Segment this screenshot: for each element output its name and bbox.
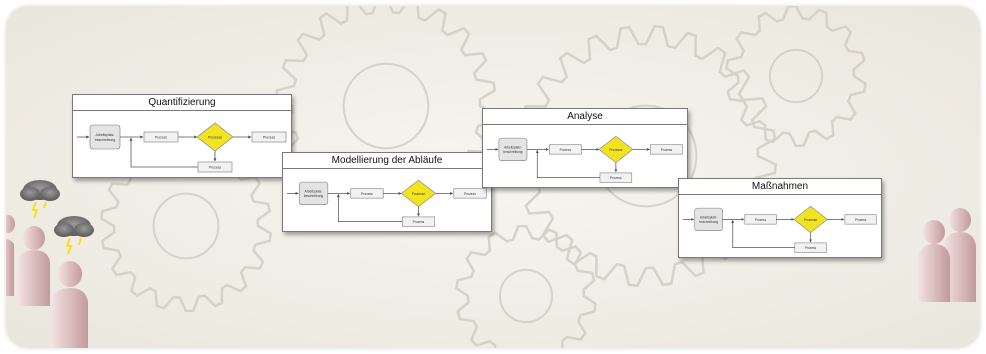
start-label-line2: beschreibung bbox=[95, 138, 115, 142]
loop-process-box: Prozess bbox=[599, 172, 633, 183]
decision-diamond: Prozesse bbox=[400, 179, 437, 207]
panel-title: Maßnahmen bbox=[679, 179, 881, 195]
start-label-line2: beschreibung bbox=[699, 220, 718, 224]
start-label-line2: beschreibung bbox=[304, 194, 324, 198]
start-box: Arbeitsplatz-beschreibung bbox=[89, 124, 121, 150]
process-box: Prozess bbox=[350, 188, 384, 199]
svg-text:Prozess: Prozess bbox=[661, 148, 673, 152]
worried-person-icon bbox=[52, 261, 88, 348]
worried-people-group bbox=[6, 180, 94, 348]
start-label-line2: beschreibung bbox=[503, 150, 522, 154]
gear-icon bbox=[455, 224, 597, 348]
panel-title: Quantifizierung bbox=[73, 95, 291, 111]
process-box: Prozess bbox=[453, 188, 487, 199]
svg-text:Prozess: Prozess bbox=[560, 148, 572, 152]
svg-text:Prozesse: Prozesse bbox=[804, 218, 817, 222]
svg-text:Prozess: Prozess bbox=[361, 192, 373, 196]
svg-text:Prozess: Prozess bbox=[413, 220, 425, 224]
svg-text:Prozess: Prozess bbox=[464, 192, 476, 196]
svg-text:Prozesse: Prozesse bbox=[208, 136, 222, 140]
svg-text:Prozess: Prozess bbox=[755, 218, 767, 222]
svg-text:Prozess: Prozess bbox=[805, 246, 817, 250]
start-box: Arbeitsplatz-beschreibung bbox=[298, 181, 329, 205]
panel-modellierung-der-ablaeufe: Modellierung der Abläufe Arbeitsplatz-be… bbox=[282, 152, 492, 232]
loop-process-box: Prozess bbox=[794, 242, 827, 253]
start-label-line1: Arbeitsplatz- bbox=[700, 215, 717, 219]
loop-process-box: Prozess bbox=[197, 161, 233, 173]
svg-text:Prozess: Prozess bbox=[610, 176, 622, 180]
process-box: Prozess bbox=[650, 144, 683, 155]
start-box: Arbeitsplatz-beschreibung bbox=[498, 137, 528, 161]
start-label-line1: Arbeitsplatz- bbox=[96, 133, 115, 137]
decision-diamond: Prozesse bbox=[793, 205, 828, 233]
svg-text:Prozesse: Prozesse bbox=[609, 148, 622, 152]
svg-text:Prozess: Prozess bbox=[263, 136, 276, 140]
start-label-line1: Arbeitsplatz- bbox=[504, 145, 522, 149]
panel-title: Analyse bbox=[483, 109, 687, 125]
worried-person-icon bbox=[6, 215, 15, 296]
process-box: Prozess bbox=[549, 144, 582, 155]
process-box: Prozess bbox=[844, 214, 877, 225]
process-box: Prozess bbox=[143, 131, 179, 143]
svg-text:Prozess: Prozess bbox=[855, 218, 867, 222]
diagram-canvas: Quantifizierung Arbeitsplatz-beschreibun… bbox=[6, 6, 980, 348]
loop-process-box: Prozess bbox=[401, 216, 435, 227]
panel-title: Modellierung der Abläufe bbox=[283, 153, 491, 169]
storm-cloud-icon bbox=[20, 180, 60, 219]
start-box: Arbeitsplatz-beschreibung bbox=[694, 207, 723, 231]
storm-cloud-icon bbox=[54, 216, 94, 255]
svg-text:Prozesse: Prozesse bbox=[412, 192, 426, 196]
happy-people-icon bbox=[918, 208, 976, 302]
gear-icon bbox=[725, 6, 867, 148]
process-box: Prozess bbox=[251, 131, 287, 143]
decision-diamond: Prozesse bbox=[598, 135, 634, 163]
process-box: Prozess bbox=[744, 214, 777, 225]
svg-text:Prozess: Prozess bbox=[155, 136, 168, 140]
svg-text:Prozess: Prozess bbox=[209, 166, 222, 170]
decision-diamond: Prozesse bbox=[196, 122, 234, 152]
start-label-line1: Arbeitsplatz- bbox=[305, 190, 323, 194]
worried-person-icon bbox=[18, 226, 50, 306]
panel-quantifizierung: Quantifizierung Arbeitsplatz-beschreibun… bbox=[72, 94, 292, 178]
